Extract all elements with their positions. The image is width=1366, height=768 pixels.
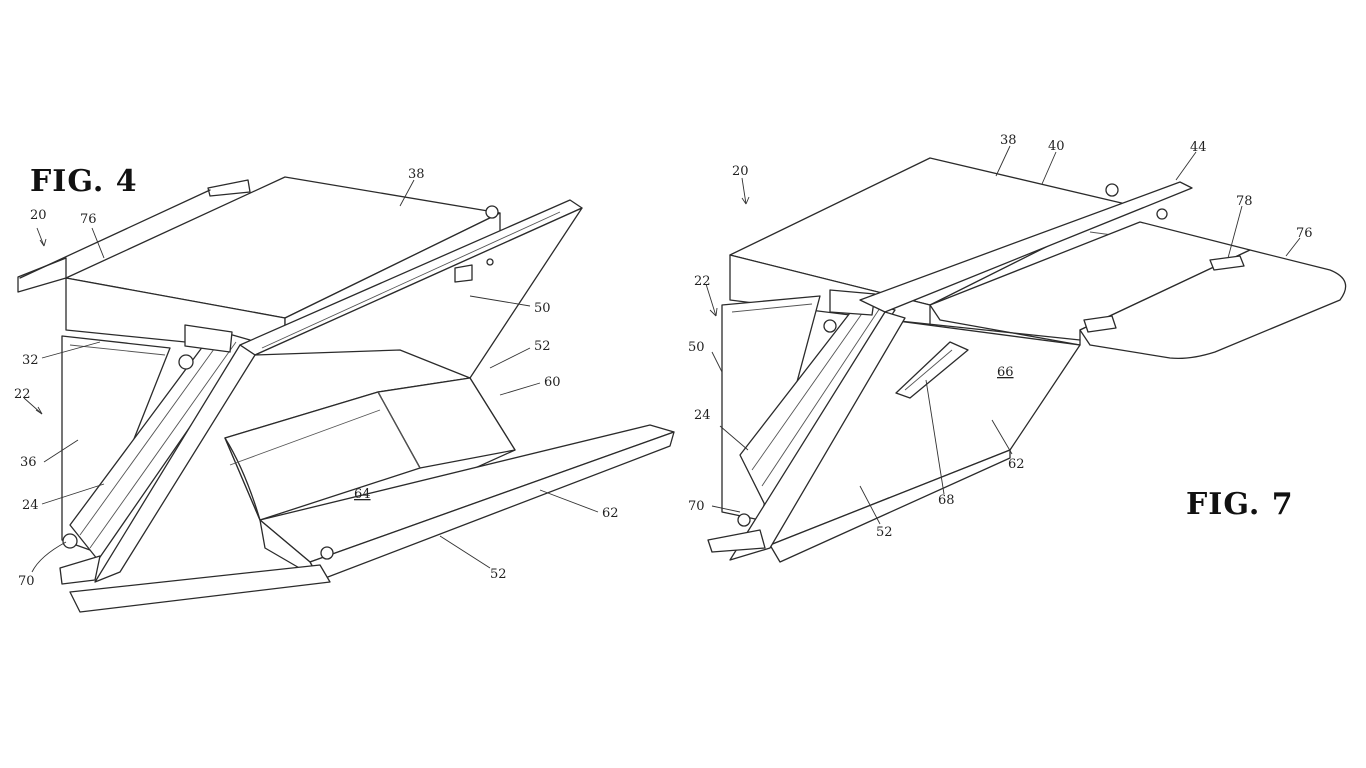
fig4-ref-76: 76: [80, 212, 97, 227]
fig4-ref-32: 32: [22, 353, 39, 368]
fig7-ref-70: 70: [688, 499, 705, 514]
fig4-door-arm: [62, 324, 251, 561]
fig7-ref-78: 78: [1236, 194, 1253, 209]
fig7-reference-numerals: 20 38 40 44 78 76 22 50 66 24 62 68 70 5…: [688, 133, 1313, 540]
fig7-ref-62: 62: [1008, 457, 1025, 472]
fig7-ref-50: 50: [688, 340, 705, 355]
fig7-shelf: [929, 221, 1347, 360]
fig7-ref-76: 76: [1296, 226, 1313, 241]
fig4-ref-52-lower: 52: [490, 567, 507, 582]
fig4-ref-70: 70: [18, 574, 35, 589]
fig7-ref-22: 22: [694, 274, 711, 289]
fig4-leader-lines: [23, 179, 599, 573]
fig7-title: FIG. 7: [1186, 487, 1294, 522]
fig4-ref-62: 62: [602, 506, 619, 521]
fig7-handle-recess: [895, 341, 969, 399]
fig7-ref-68: 68: [938, 493, 955, 508]
fig4-ref-20: 20: [30, 208, 47, 223]
fig4-frame-bezel: [94, 199, 583, 583]
fig7-ref-24: 24: [694, 408, 711, 423]
fig4-ref-38: 38: [408, 167, 425, 182]
fig7-ref-52: 52: [876, 525, 893, 540]
fig4-ref-50: 50: [534, 301, 551, 316]
fig4-ref-60: 60: [544, 375, 561, 390]
fig7-ref-40: 40: [1048, 139, 1065, 154]
fig4-ref-52-upper: 52: [534, 339, 551, 354]
figure-7: FIG. 7: [688, 133, 1347, 563]
fig4-rail: [17, 179, 251, 293]
fig4-title: FIG. 4: [30, 164, 138, 199]
fig4-ref-22: 22: [14, 387, 31, 402]
fig4-open-bin: [224, 377, 516, 521]
figure-4: FIG. 4: [14, 164, 675, 613]
fig7-ref-44: 44: [1190, 140, 1207, 155]
fig7-leader-lines: [705, 145, 1301, 525]
fig4-ref-36: 36: [20, 455, 37, 470]
fig4-reference-numerals: 20 76 38 50 52 60 32 22 36 24 64 62 52 7…: [14, 167, 619, 589]
fig4-tray: [59, 424, 675, 613]
fig7-ref-20: 20: [732, 164, 749, 179]
fig7-ref-38: 38: [1000, 133, 1017, 148]
fig4-ref-24: 24: [22, 498, 39, 513]
fig4-ref-64: 64: [354, 487, 371, 502]
fig7-door-arm: [707, 181, 1193, 561]
fig7-ref-66: 66: [997, 365, 1014, 380]
